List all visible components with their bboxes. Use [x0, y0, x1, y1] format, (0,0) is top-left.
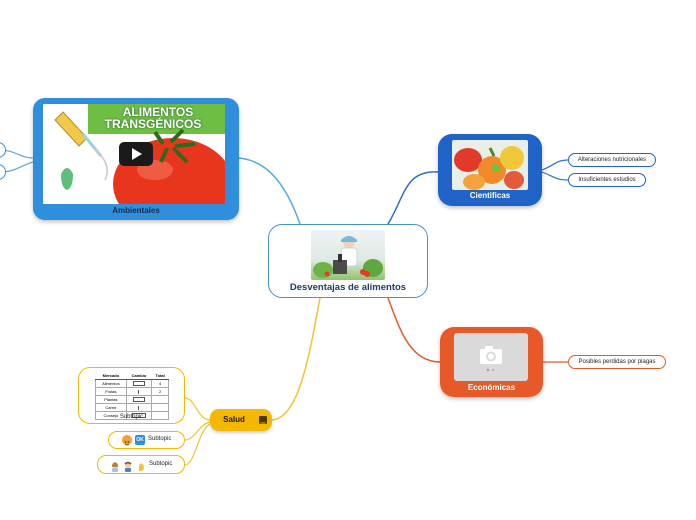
central-node[interactable]: Desventajas de alimentos — [268, 224, 428, 298]
table-header: Mercado — [95, 372, 127, 380]
play-button[interactable] — [119, 142, 153, 166]
economicas-subtopic-1[interactable]: Posibles perdidas por plagas — [568, 355, 666, 369]
cientificas-subtopic-1[interactable]: Alteraciones nutricionales — [568, 153, 656, 167]
ambientales-label: Ambientales — [112, 206, 160, 215]
cientificas-node[interactable]: Cientificas — [438, 134, 542, 206]
person-woman-icon — [110, 459, 120, 472]
cientificas-subtopic-2[interactable]: Insuficientes estudios — [568, 173, 646, 187]
economicas-image-placeholder — [454, 333, 528, 381]
table-cell — [125, 379, 153, 388]
table-cell — [151, 403, 169, 412]
link-cient-sub1 — [541, 159, 569, 171]
ambientales-node[interactable]: ALIMENTOS TRANSGÉNICOS Ambientales — [33, 98, 239, 220]
table-cell: 2 — [151, 387, 169, 396]
notes-icon[interactable] — [259, 416, 267, 428]
lab-scientist-icon — [313, 236, 383, 278]
person-man-icon — [123, 459, 133, 472]
salud-subtopic-2-label: Subtopic — [148, 436, 172, 442]
salud-subtopic-table[interactable]: Mercado Cambio Total Alimentos 4 Frutas … — [78, 367, 185, 424]
economicas-label: Económicas — [467, 383, 516, 392]
table-cell — [151, 395, 169, 404]
table-cell: Plantas — [95, 395, 127, 404]
ambientales-video[interactable]: ALIMENTOS TRANSGÉNICOS — [43, 104, 225, 204]
salud-subtopic-3[interactable]: Subtopic — [97, 455, 185, 474]
fruits-icon — [454, 146, 524, 190]
table-header: Total — [151, 372, 169, 380]
salud-subtopic-2[interactable]: OK Subtopic — [108, 431, 185, 449]
video-title-line1: ALIMENTOS — [122, 105, 194, 119]
table-cell: 4 — [151, 379, 169, 388]
table-header: Cambio — [126, 372, 152, 380]
table-cell — [151, 411, 169, 420]
link-salud-sub2 — [184, 421, 211, 441]
video-title-line2: TRANSGÉNICOS — [104, 117, 202, 131]
link-cientificas — [387, 171, 439, 225]
link-economicas — [387, 297, 441, 363]
central-label: Desventajas de alimentos — [289, 282, 407, 293]
link-salud-sub3 — [184, 423, 211, 466]
cientificas-label: Cientificas — [469, 191, 511, 200]
salud-subtopic-1-label: Subtopic — [119, 414, 144, 420]
table-cell — [125, 395, 153, 404]
link-cient-sub2 — [541, 171, 569, 181]
market-table: Mercado Cambio Total Alimentos 4 Frutas … — [95, 372, 169, 420]
table-cell: Frutas — [95, 387, 127, 396]
cientificas-image — [452, 140, 528, 190]
camera-icon — [480, 346, 502, 372]
salud-label: Salud — [223, 415, 245, 424]
link-salud — [271, 297, 321, 421]
table-cell: Alimentos — [95, 379, 127, 388]
salud-node[interactable]: Salud — [210, 409, 272, 431]
economicas-node[interactable]: Económicas — [440, 327, 543, 397]
play-icon — [132, 148, 142, 160]
link-salud-sub1 — [184, 397, 211, 421]
salud-subtopic-3-label: Subtopic — [149, 461, 173, 467]
table-cell: Carne — [95, 403, 127, 412]
ok-badge: OK — [135, 435, 145, 445]
table-cell — [125, 411, 153, 420]
hand-icon — [136, 459, 146, 471]
happy-face-icon — [122, 435, 132, 446]
central-image — [311, 230, 385, 280]
link-ambientales — [237, 157, 301, 225]
table-cell — [125, 403, 153, 412]
table-cell — [125, 387, 153, 396]
